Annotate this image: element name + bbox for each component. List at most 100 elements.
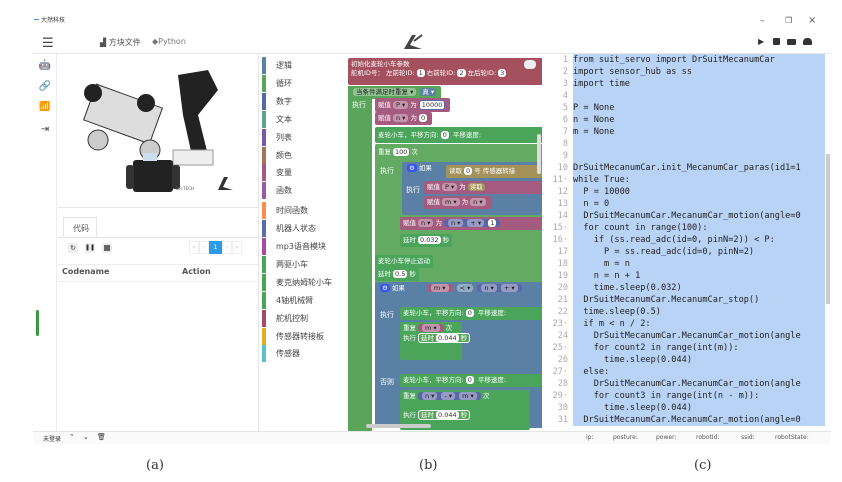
horizontal-scrollbar[interactable] bbox=[366, 424, 431, 428]
code-line[interactable]: for count2 in range(int(m)): bbox=[573, 343, 739, 353]
code-line[interactable]: DrSuitMecanumCar.MecanumCar_motion(angle… bbox=[573, 211, 801, 221]
car-motion-block[interactable]: 麦轮小车，平移方向:0 平移速度: bbox=[400, 374, 542, 387]
category-12[interactable]: 两驱小车 bbox=[262, 255, 346, 273]
code-line[interactable]: P = ss.read_adc(id=0, pinN=2) bbox=[573, 247, 755, 257]
code-line[interactable]: DrSuitMecanumCar.MecanumCar_motion(angle bbox=[573, 331, 801, 341]
code-line[interactable]: if m < n / 2: bbox=[573, 319, 651, 329]
open-folder-icon[interactable] bbox=[787, 39, 796, 45]
math-block[interactable]: n ▾+ ▾1 bbox=[443, 219, 501, 227]
category-3[interactable]: 数字 bbox=[262, 92, 346, 110]
field[interactable]: 3 bbox=[498, 69, 507, 77]
code-line[interactable]: n = n + 1 bbox=[573, 271, 641, 281]
car-stop-block[interactable]: 麦轮小车停止运动 bbox=[375, 255, 433, 268]
field[interactable]: 0 bbox=[464, 167, 473, 175]
category-9[interactable]: 时间函数 bbox=[262, 202, 346, 220]
category-5[interactable]: 列表 bbox=[262, 128, 346, 146]
field[interactable]: 2 bbox=[457, 69, 466, 77]
gear-icon[interactable]: ⚙ bbox=[407, 164, 417, 172]
sign-in-icon[interactable]: ⇥ bbox=[40, 124, 50, 135]
stop-button[interactable] bbox=[102, 243, 112, 253]
chevrons-down-icon[interactable]: ⌄ bbox=[83, 433, 89, 441]
dropdown[interactable]: n ▾ bbox=[418, 219, 434, 227]
dropdown[interactable]: 当条件满足时重复 ▾ bbox=[353, 88, 417, 96]
refresh-button[interactable]: ↻ bbox=[68, 243, 78, 253]
category-10[interactable]: 机器人状态 bbox=[262, 220, 346, 238]
code-line[interactable]: P = None bbox=[573, 103, 615, 113]
var-block[interactable]: m ▾ bbox=[418, 324, 444, 332]
car-motion-block[interactable]: 麦轮小车，平移方向:0 平移速度: bbox=[375, 127, 542, 143]
category-1[interactable]: 逻辑 bbox=[262, 57, 346, 74]
field[interactable]: 1 bbox=[488, 219, 497, 227]
category-13[interactable]: 麦克纳姆轮小车 bbox=[262, 273, 346, 291]
field[interactable]: 0.032 bbox=[418, 236, 441, 244]
code-line[interactable]: if (ss.read_adc(id=0, pinN=2)) < P: bbox=[573, 235, 775, 245]
code-line[interactable]: n = None bbox=[573, 115, 615, 125]
save-icon[interactable] bbox=[773, 38, 780, 45]
dropdown[interactable]: + ▾ bbox=[467, 219, 485, 227]
next-page-button[interactable]: › bbox=[222, 241, 232, 254]
field[interactable]: 10000 bbox=[418, 100, 446, 110]
dropdown[interactable]: - ▾ bbox=[441, 392, 456, 400]
field[interactable]: 0.5 bbox=[393, 270, 408, 278]
code-line[interactable]: DrSuitMecanumCar.MecanumCar_stop() bbox=[573, 295, 760, 305]
dropdown[interactable]: n ▾ bbox=[422, 392, 438, 400]
field[interactable]: 0.044 bbox=[436, 411, 459, 419]
run-icon[interactable]: ▶ bbox=[758, 37, 765, 46]
chevrons-up-icon[interactable]: ⌃ bbox=[69, 433, 75, 441]
dropdown[interactable]: P ▾ bbox=[393, 101, 409, 109]
page-1-button[interactable]: 1 bbox=[209, 241, 222, 254]
car-motion-block[interactable]: 麦轮小车，平移方向:0 平移速度: bbox=[400, 307, 542, 320]
category-7[interactable]: 变量 bbox=[262, 164, 346, 182]
minimize-button[interactable]: – bbox=[760, 16, 765, 26]
pause-button[interactable]: ❚❚ bbox=[85, 243, 96, 253]
link-icon[interactable]: 🔗 bbox=[38, 81, 52, 92]
dropdown[interactable]: < ▾ bbox=[456, 284, 474, 292]
eye-icon[interactable] bbox=[524, 60, 536, 69]
math-block[interactable]: n ▾- ▾m ▾ bbox=[418, 392, 481, 400]
close-button[interactable]: × bbox=[808, 15, 817, 26]
dropdown[interactable]: m ▾ bbox=[422, 324, 440, 332]
code-line[interactable]: time.sleep(0.044) bbox=[573, 403, 692, 413]
category-17[interactable]: 传感器 bbox=[262, 345, 346, 363]
math-block[interactable]: n ▾+ ▾ bbox=[477, 284, 522, 292]
code-line[interactable]: from suit_servo import DrSuitMecanumCar bbox=[573, 55, 775, 65]
dropdown[interactable]: n ▾ bbox=[481, 284, 497, 292]
code-line[interactable]: import sensor_hub as ss bbox=[573, 67, 692, 77]
last-page-button[interactable]: » bbox=[232, 241, 242, 254]
code-line[interactable]: m = None bbox=[573, 127, 615, 137]
field[interactable]: 0 bbox=[465, 309, 474, 317]
dropdown[interactable]: n ▾ bbox=[470, 198, 486, 206]
category-15[interactable]: 舵机控制 bbox=[262, 309, 346, 327]
login-status[interactable]: 未登录 bbox=[43, 436, 62, 443]
dropdown[interactable]: m ▾ bbox=[430, 284, 449, 292]
var-block[interactable]: m ▾ bbox=[426, 284, 453, 292]
code-line[interactable]: import time bbox=[573, 79, 630, 89]
blocks-file-menu[interactable]: ▟ 方块文件 bbox=[100, 37, 141, 48]
trash-icon[interactable]: 🗑 bbox=[97, 433, 106, 441]
read-sensor-block[interactable]: 读取 bbox=[467, 183, 485, 191]
code-line[interactable]: m = n bbox=[573, 259, 630, 269]
code-line[interactable]: while True: bbox=[573, 175, 630, 185]
code-line[interactable]: n = 0 bbox=[573, 199, 610, 209]
while-loop-block[interactable] bbox=[348, 86, 372, 431]
python-menu[interactable]: ◆Python bbox=[152, 37, 186, 46]
code-line[interactable]: P = 10000 bbox=[573, 187, 630, 197]
dropdown[interactable]: m ▾ bbox=[459, 392, 477, 400]
code-line[interactable]: DrSuitMecanumCar.MecanumCar_motion(angle… bbox=[573, 415, 801, 425]
dropdown[interactable]: n ▾ bbox=[447, 219, 464, 227]
dropdown[interactable]: n ▾ bbox=[393, 114, 409, 122]
field[interactable]: 0.044 bbox=[436, 334, 459, 342]
